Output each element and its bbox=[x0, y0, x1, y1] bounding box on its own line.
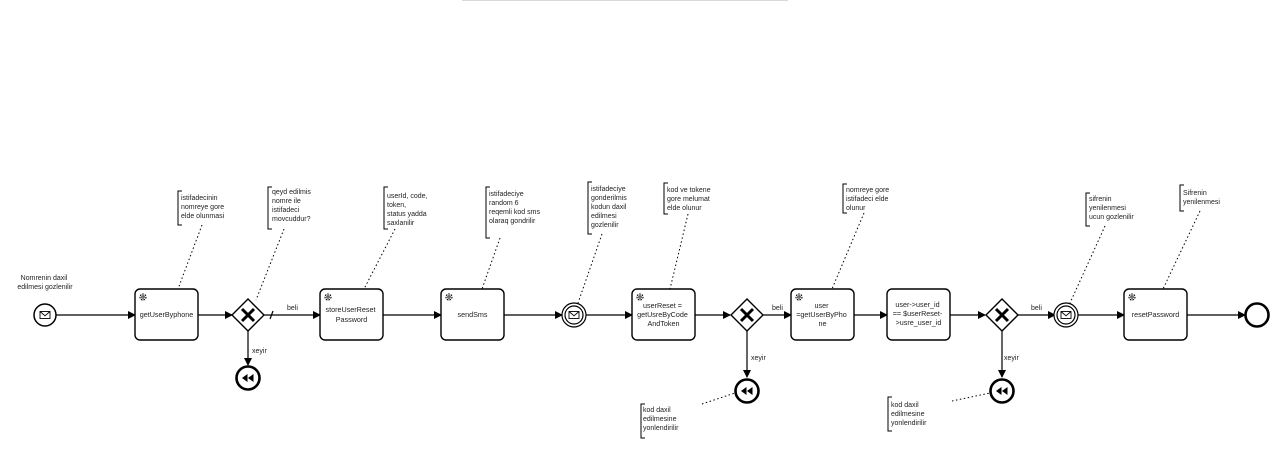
task-label-line: ne bbox=[819, 319, 827, 328]
annotation-2: qeyd edilmis nomre ile istifadeci movcud… bbox=[255, 186, 313, 301]
task-get-user-by-code-and-token[interactable]: userReset = getUsreByCode AndToken bbox=[631, 288, 696, 341]
annotation-9: Sifrenin yenilenmesi bbox=[1162, 184, 1220, 290]
annotation-text: istifadecinin nomreye gore elde olunmasi bbox=[181, 195, 226, 220]
task-label-line: AndToken bbox=[648, 319, 680, 328]
envelope-icon bbox=[1060, 311, 1072, 319]
task-get-user-by-phone-2[interactable]: user =getUserByPho ne bbox=[790, 288, 855, 341]
x-gateway-icon bbox=[739, 307, 755, 323]
envelope-icon bbox=[39, 311, 51, 319]
task-compare-user-id[interactable]: user->user_id == $userReset- >usre_user_… bbox=[886, 288, 951, 341]
task-label-line: sendSms bbox=[458, 310, 488, 319]
x-gateway-icon bbox=[240, 307, 256, 323]
annotation-1: istifadecinin nomreye gore elde olunmasi bbox=[177, 190, 226, 290]
link-event-2[interactable] bbox=[734, 378, 760, 404]
flow-label-yes-1: beli bbox=[287, 305, 298, 312]
link-event-3[interactable] bbox=[989, 378, 1015, 404]
annotation-text: istifadeciye gonderilmis kodun daxil edi… bbox=[591, 186, 629, 229]
task-label: getUserByphone bbox=[140, 310, 194, 319]
annotation-6: kod ve tokene gore melumat elde olunur bbox=[663, 182, 713, 290]
top-divider bbox=[462, 0, 788, 1]
task-label-line: userReset = bbox=[643, 301, 682, 310]
task-label: sendSms bbox=[458, 310, 488, 319]
intermediate-message-event-1[interactable] bbox=[561, 302, 587, 328]
task-store-user-reset-password[interactable]: storeUserReset Password bbox=[319, 288, 384, 341]
annotation-11: kod daxil edilmesine yonlendirilir bbox=[887, 392, 991, 432]
annotation-text: sifrenin yenilenmesi ucun gozlenilir bbox=[1089, 196, 1134, 221]
task-send-sms[interactable]: sendSms bbox=[440, 288, 505, 341]
task-label: resetPassword bbox=[1132, 310, 1180, 319]
link-event-1[interactable] bbox=[235, 365, 261, 391]
task-label-line: =getUserByPho bbox=[796, 310, 847, 319]
start-event[interactable] bbox=[33, 303, 57, 327]
intermediate-message-event-2[interactable] bbox=[1053, 302, 1079, 328]
task-label-line: Password bbox=[336, 315, 368, 324]
task-label: user =getUserByPho ne bbox=[796, 301, 849, 328]
task-label-line: user bbox=[815, 301, 830, 310]
annotation-text: userId, code, token, status yadda saxlan… bbox=[387, 193, 429, 227]
flow-label-no-2: xeyir bbox=[751, 355, 766, 362]
exclusive-gateway-2[interactable] bbox=[730, 298, 764, 332]
annotation-4: istifadeciye random 6 reqemli kod sms ol… bbox=[481, 186, 542, 290]
exclusive-gateway-1[interactable] bbox=[231, 298, 265, 332]
task-reset-password[interactable]: resetPassword bbox=[1123, 288, 1188, 341]
exclusive-gateway-3[interactable] bbox=[985, 298, 1019, 332]
x-gateway-icon bbox=[994, 307, 1010, 323]
task-label: storeUserReset Password bbox=[326, 305, 378, 324]
annotation-text: istifadeciye random 6 reqemli kod sms ol… bbox=[489, 191, 542, 225]
end-event[interactable] bbox=[1244, 302, 1270, 328]
task-label-line: getUserByphone bbox=[140, 310, 194, 319]
flow-label-yes-3: beli bbox=[1031, 305, 1042, 312]
annotation-8: sifrenin yenilenmesi ucun gozlenilir bbox=[1069, 192, 1134, 304]
task-label-line: user->user_id bbox=[895, 300, 939, 309]
task-label-line: >usre_user_id bbox=[896, 318, 942, 327]
annotation-7: nomreye gore istifadeci elde olunur bbox=[831, 183, 891, 290]
default-flow-tick bbox=[269, 310, 274, 320]
sequence-flows bbox=[56, 310, 1246, 378]
task-label-line: resetPassword bbox=[1132, 310, 1180, 319]
annotation-5: istifadeciye gonderilmis kodun daxil edi… bbox=[577, 181, 629, 304]
annotation-text: kod daxil edilmesine yonlendirilir bbox=[643, 407, 679, 432]
annotation-text: Sifrenin yenilenmesi bbox=[1183, 190, 1220, 206]
annotation-10: kod daxil edilmesine yonlendirilir bbox=[640, 392, 736, 439]
task-label-line: storeUserReset bbox=[326, 305, 376, 314]
annotation-text: kod ve tokene gore melumat elde olunur bbox=[667, 187, 713, 212]
task-label-line: getUsreByCode bbox=[637, 310, 688, 319]
start-label-line: edilmesi gozlenilir bbox=[17, 284, 73, 291]
flow-label-yes-2: beli bbox=[772, 305, 783, 312]
task-label: userReset = getUsreByCode AndToken bbox=[637, 301, 690, 328]
annotation-text: kod daxil edilmesine yonlendirilir bbox=[891, 402, 927, 427]
start-label-line: Nomrenin daxil bbox=[21, 275, 68, 282]
flow-label-no-3: xeyir bbox=[1004, 355, 1019, 362]
flow-label-no-1: xeyir bbox=[252, 348, 267, 355]
annotation-3: userId, code, token, status yadda saxlan… bbox=[363, 186, 429, 290]
envelope-icon bbox=[568, 311, 580, 319]
annotation-text: nomreye gore istifadeci elde olunur bbox=[846, 187, 891, 212]
task-label: user->user_id == $userReset- >usre_user_… bbox=[893, 300, 945, 327]
task-get-user-by-phone[interactable]: getUserByphone bbox=[134, 288, 199, 341]
task-label-line: == $userReset- bbox=[893, 309, 943, 318]
start-event-label: Nomrenin daxil edilmesi gozlenilir bbox=[17, 275, 73, 291]
annotation-text: qeyd edilmis nomre ile istifadeci movcud… bbox=[272, 189, 313, 223]
